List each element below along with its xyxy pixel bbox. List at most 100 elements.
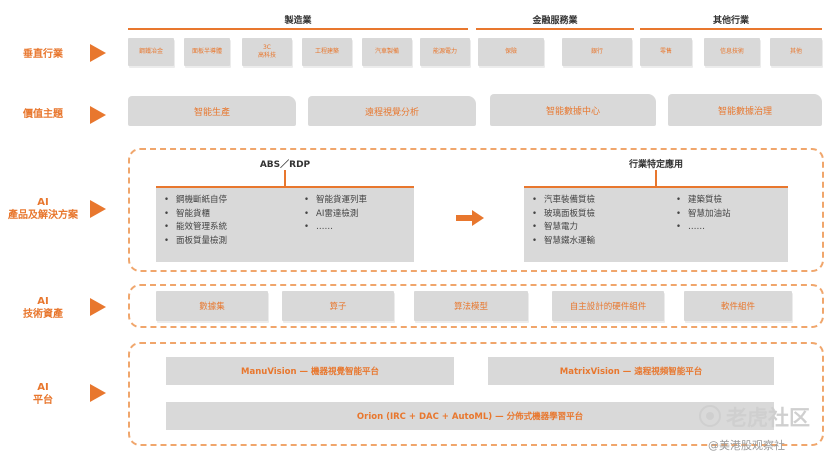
arrow-icon bbox=[90, 384, 106, 402]
tech-asset-box: 數據集 bbox=[156, 291, 268, 321]
industry-label: 汽車製備 bbox=[374, 48, 399, 55]
orion-platform: Orion (IRC + DAC + AutoML) — 分佈式機器學習平台 bbox=[166, 402, 774, 430]
value-theme-box: 智能數據治理 bbox=[668, 94, 822, 126]
industry-box: 其他 bbox=[770, 38, 822, 66]
row-label-tech: AI 技術資產 bbox=[8, 295, 78, 321]
industry-label: 面板半導體 bbox=[191, 48, 222, 55]
row-label-line: AI bbox=[37, 382, 49, 393]
abs-list-box: 鋼機斷紙自停 智能貨櫃 能效管理系統 面板質量檢測 智能貨運列車 AI雷達檢測 … bbox=[156, 186, 414, 262]
list-item: 建築質檢 bbox=[676, 194, 731, 208]
industry-apps-col2: 建築質檢 智慧加油站 …… bbox=[676, 194, 731, 235]
value-theme-box: 智能數據中心 bbox=[490, 94, 656, 126]
industry-apps-connector bbox=[655, 170, 657, 186]
tech-assets-container bbox=[128, 284, 824, 328]
value-theme-label: 遠程視覺分析 bbox=[364, 107, 419, 118]
industry-box: 汽車製備 bbox=[362, 38, 412, 66]
industry-label: 其他 bbox=[789, 48, 802, 55]
platform-label: Orion (IRC + DAC + AutoML) — 分佈式機器學習平台 bbox=[356, 412, 584, 422]
list-item: 鋼機斷紙自停 bbox=[164, 194, 227, 208]
arrow-icon bbox=[90, 44, 106, 62]
list-item: AI雷達檢測 bbox=[304, 208, 367, 222]
industry-label: 保險 bbox=[504, 48, 517, 55]
abs-list-col2: 智能貨運列車 AI雷達檢測 …… bbox=[304, 194, 367, 235]
tech-asset-label: 自主設計的硬件組件 bbox=[569, 302, 647, 312]
industry-label: 信息技術 bbox=[719, 48, 744, 55]
industry-label: 銀行 bbox=[590, 48, 603, 55]
industry-box: 能源電力 bbox=[420, 38, 470, 66]
industry-label: 高科技 bbox=[257, 52, 276, 59]
category-manufacturing: 製造業 bbox=[284, 16, 312, 26]
tech-asset-label: 算子 bbox=[329, 302, 347, 312]
tech-asset-box: 軟件組件 bbox=[684, 291, 792, 321]
category-manufacturing-line bbox=[128, 28, 468, 30]
solutions-container bbox=[128, 148, 824, 272]
list-item: …… bbox=[676, 221, 731, 235]
list-item: 智慧鐵水運輸 bbox=[532, 235, 595, 249]
tech-asset-label: 軟件組件 bbox=[720, 302, 755, 312]
industry-box: 3C 高科技 bbox=[242, 38, 292, 66]
category-finance-line bbox=[476, 28, 634, 30]
tech-asset-box: 算法模型 bbox=[414, 291, 528, 321]
tech-asset-label: 算法模型 bbox=[453, 302, 488, 312]
row-label-line: AI bbox=[37, 296, 49, 307]
industry-label: 能源電力 bbox=[432, 48, 457, 55]
list-item: …… bbox=[304, 221, 367, 235]
matrixvision-platform: MatrixVision — 遠程視頻智能平台 bbox=[488, 357, 774, 385]
category-finance: 金融服務業 bbox=[532, 16, 578, 26]
industry-box: 銀行 bbox=[562, 38, 632, 66]
industry-apps-title: 行業特定應用 bbox=[628, 160, 683, 170]
tech-asset-label: 數據集 bbox=[199, 302, 225, 312]
arrow-icon bbox=[90, 200, 106, 218]
row-label-vertical: 垂直行業 bbox=[23, 49, 63, 60]
list-item: 汽車裝備質檢 bbox=[532, 194, 595, 208]
abs-title: ABS／RDP bbox=[259, 160, 311, 170]
watermark-brand: 老虎社区 bbox=[726, 406, 810, 430]
industry-box: 工程建築 bbox=[302, 38, 352, 66]
industry-box: 信息技術 bbox=[704, 38, 760, 66]
value-theme-box: 遠程視覺分析 bbox=[308, 96, 476, 126]
row-label-line: 技術資產 bbox=[23, 309, 63, 320]
industry-box: 鋼鐵冶金 bbox=[128, 38, 174, 66]
list-item: 智慧電力 bbox=[532, 221, 595, 235]
arrow-icon bbox=[90, 106, 106, 124]
value-theme-box: 智能生產 bbox=[128, 96, 296, 126]
industry-label: 3C bbox=[262, 44, 271, 51]
arrow-icon bbox=[90, 298, 106, 316]
industry-apps-col1: 汽車裝備質檢 玻璃面板質檢 智慧電力 智慧鐵水運輸 bbox=[532, 194, 595, 248]
list-item: 智慧加油站 bbox=[676, 208, 731, 222]
list-item: 智能貨運列車 bbox=[304, 194, 367, 208]
value-theme-label: 智能生產 bbox=[193, 107, 230, 118]
row-label-platform: AI 平台 bbox=[8, 381, 78, 407]
platform-label: MatrixVision — 遠程視頻智能平台 bbox=[559, 367, 703, 377]
abs-list-col1: 鋼機斷紙自停 智能貨櫃 能效管理系統 面板質量檢測 bbox=[164, 194, 227, 248]
list-item: 智能貨櫃 bbox=[164, 208, 227, 222]
value-theme-label: 智能數據治理 bbox=[717, 106, 772, 117]
abs-connector bbox=[284, 170, 286, 186]
platform-label: ManuVision — 機器視覺智能平台 bbox=[241, 367, 379, 377]
industry-label: 鋼鐵冶金 bbox=[138, 48, 163, 55]
industry-box: 面板半導體 bbox=[184, 38, 230, 66]
manuvision-platform: ManuVision — 機器視覺智能平台 bbox=[166, 357, 454, 385]
tech-asset-box: 算子 bbox=[282, 291, 394, 321]
row-label-line: 產品及解決方案 bbox=[8, 210, 78, 221]
list-item: 面板質量檢測 bbox=[164, 235, 227, 249]
category-other-line bbox=[640, 28, 822, 30]
row-label-value: 價值主題 bbox=[23, 109, 63, 120]
flow-arrow-icon bbox=[456, 210, 484, 226]
list-item: 能效管理系統 bbox=[164, 221, 227, 235]
list-item: 玻璃面板質檢 bbox=[532, 208, 595, 222]
category-other: 其他行業 bbox=[712, 16, 749, 26]
watermark-logo-icon bbox=[699, 405, 721, 427]
industry-box: 零售 bbox=[640, 38, 692, 66]
row-label-solutions: AI 產品及解決方案 bbox=[8, 196, 78, 222]
watermark-handle: @美港股观察社 bbox=[708, 439, 785, 452]
value-theme-label: 智能數據中心 bbox=[545, 106, 600, 117]
row-label-line: AI bbox=[37, 197, 49, 208]
industry-label: 零售 bbox=[659, 48, 672, 55]
industry-label: 工程建築 bbox=[314, 48, 339, 55]
tech-asset-box: 自主設計的硬件組件 bbox=[552, 291, 664, 321]
industry-apps-list-box: 汽車裝備質檢 玻璃面板質檢 智慧電力 智慧鐵水運輸 建築質檢 智慧加油站 …… bbox=[524, 186, 788, 262]
platform-container bbox=[128, 342, 824, 446]
row-label-line: 平台 bbox=[33, 395, 53, 406]
industry-box: 保險 bbox=[478, 38, 544, 66]
